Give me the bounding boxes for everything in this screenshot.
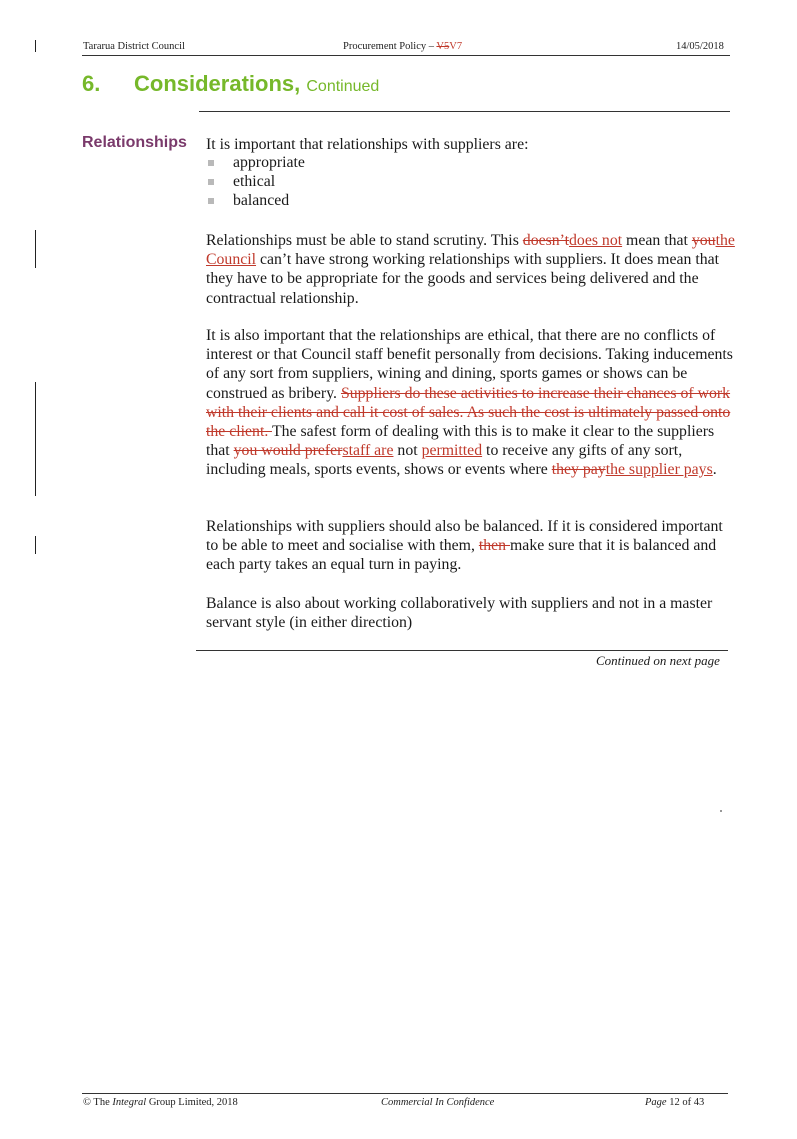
deleted-text: you would prefer (233, 442, 343, 460)
footer-rule (82, 1093, 728, 1094)
footer-confidential: Commercial In Confidence (381, 1097, 495, 1108)
section-title: Considerations, Continued (134, 71, 379, 97)
intro-text: It is important that relationships with … (206, 136, 529, 153)
para-text: make sure that it is balanced and each p… (206, 537, 717, 574)
deleted-text: Suppliers do these activities to increas… (206, 384, 731, 441)
para-text: can’t have strong working relationships … (206, 251, 720, 307)
bullet-text: ethical (233, 173, 276, 191)
page-label: Page (645, 1097, 667, 1108)
copyright-company: Integral (112, 1097, 147, 1108)
section-title-text: Considerations, (134, 71, 301, 96)
para-text: mean that (622, 232, 692, 249)
list-item: appropriate (206, 153, 606, 172)
para-text: to receive any gifts of any sort, includ… (206, 442, 683, 479)
para-text: not (393, 442, 422, 460)
para-text: Relationships with suppliers should also… (206, 518, 723, 555)
bullet-icon (208, 159, 214, 166)
doc-title-prefix: Procurement Policy – (343, 41, 437, 52)
doc-version-deleted: V5 (436, 41, 450, 52)
change-bar (35, 230, 36, 268)
bullet-list: appropriate ethical balanced (206, 153, 606, 211)
header-doc-title: Procurement Policy – V5V7 (343, 41, 462, 52)
continued-next-page: Continued on next page (596, 653, 720, 668)
para-text: Relationships must be able to stand scru… (206, 232, 523, 249)
scan-speck (720, 810, 722, 812)
section-number: 6. (82, 71, 101, 96)
copyright-pre: © The (83, 1097, 113, 1108)
inserted-text: the Council (206, 232, 735, 269)
change-bar (35, 536, 36, 554)
para-text: The safest form of dealing with this is … (206, 423, 715, 460)
paragraph-balanced: Relationships with suppliers should also… (206, 517, 736, 575)
change-bar (35, 382, 36, 496)
list-item: balanced (206, 191, 606, 210)
bullet-text: balanced (233, 192, 290, 210)
copyright-post: Group Limited, 2018 (146, 1097, 238, 1108)
content-end-rule (196, 650, 728, 651)
paragraph-ethical: It is also important that the relationsh… (206, 326, 736, 480)
inserted-text: does not (569, 232, 623, 249)
bullet-icon (208, 178, 214, 185)
change-bar (35, 40, 36, 52)
bullet-icon (208, 198, 214, 204)
doc-version-inserted: V7 (449, 41, 463, 52)
deleted-text: doesn’t (522, 232, 570, 249)
deleted-text: then (478, 537, 511, 555)
footer-page-number: Page 12 of 43 (645, 1097, 704, 1108)
footer-copyright: © The Integral Group Limited, 2018 (83, 1097, 238, 1108)
page-count: 12 of 43 (666, 1097, 705, 1108)
paragraph-collaborative: Balance is also about working collaborat… (206, 595, 713, 632)
header-date: 14/05/2018 (676, 41, 724, 52)
inserted-text: the supplier pays (605, 461, 713, 479)
para-text: It is also important that the relationsh… (206, 327, 733, 402)
list-item: ethical (206, 172, 606, 191)
section-rule (199, 111, 730, 112)
header-rule (82, 55, 730, 56)
header-org: Tararua District Council (83, 41, 185, 52)
side-heading-relationships: Relationships (82, 134, 187, 151)
inserted-text: permitted (421, 442, 483, 460)
deleted-text: you (691, 232, 716, 249)
deleted-text: they pay (551, 461, 606, 479)
para-text: . (712, 461, 717, 479)
paragraph-scrutiny: Relationships must be able to stand scru… (206, 231, 736, 308)
bullet-text: appropriate (233, 154, 305, 171)
inserted-text: staff are (342, 442, 394, 460)
section-continued: Continued (306, 78, 380, 95)
